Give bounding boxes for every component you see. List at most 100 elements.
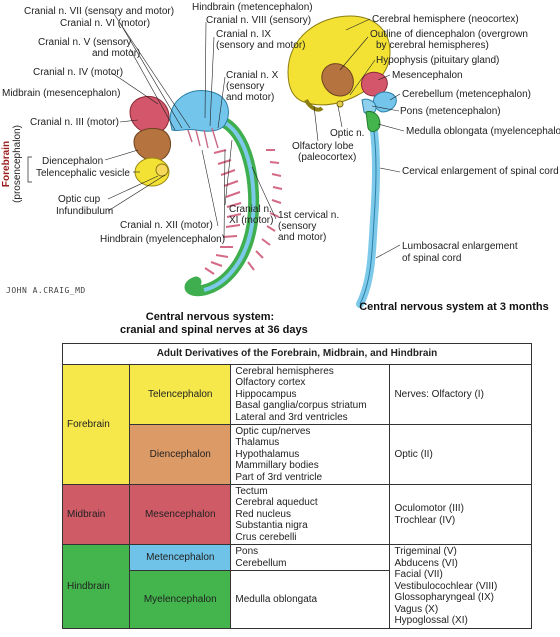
cell-midbrain: Midbrain [61,484,131,545]
label-cervical: Cervical enlargement of spinal cord [402,166,559,177]
list-item: Glossopharyngeal (IX) [394,592,494,604]
right-leader-lines [313,18,405,259]
list-item: Facial (VII) [394,569,443,581]
label-olfactory-a: Olfactory lobe [292,141,354,152]
cell-hindbrain-nerves: Trigeminal (V) Abducens (VI) Facial (VII… [389,544,532,629]
list-item: Cerebral aqueduct [235,497,318,509]
label-cn10c: and motor) [226,92,275,103]
embryo-diencephalon [133,128,171,162]
list-item: Lateral and 3rd ventricles [235,411,348,423]
caption-left-line1: Central nervous system: [145,311,275,323]
label-outline-b: by cerebral hemispheres) [376,40,489,51]
cell-mesencephalon-list: Tectum Cerebral aqueduct Red nucleus Sub… [230,484,391,545]
cell-diencephalon-nerves: Optic (II) [389,424,532,485]
list-item: Olfactory cortex [235,377,306,389]
embryo-cranial-nerve-lines [187,127,219,149]
spinal-nerve-ticks [204,149,283,275]
label-cn10a: Cranial n. X [226,70,279,81]
fetal-mesencephalon [361,71,388,97]
list-item: Hypothalamus [235,448,300,460]
label-cn11b: XI (motor) [229,215,274,226]
list-item: Crus cerebelli [235,531,297,543]
fetal-optic-nerve [336,100,344,108]
label-midbrain-sub: (mesencephalon) [43,88,121,99]
list-item: Part of 3rd ventricle [235,471,323,483]
fetal-spinal-cord [356,114,380,308]
fetal-medulla [365,111,381,132]
label-cn11a: Cranial n. [229,204,272,215]
cell-telencephalon-nerves: Nerves: Olfactory (I) [389,364,532,425]
cell-mesencephalon: Mesencephalon [129,484,232,545]
list-item: Optic cup/nerves [235,425,311,437]
table-title: Adult Derivatives of the Forebrain, Midb… [62,343,532,365]
cell-telencephalon: Telencephalon [129,364,232,425]
label-first-cervical-b: (sensory [278,221,317,232]
derivatives-table: Adult Derivatives of the Forebrain, Midb… [61,343,532,629]
list-item: Trigeminal (V) [394,546,457,558]
list-item: Abducens (VI) [394,557,458,569]
label-hindbrain-sub: (metencephalon) [237,2,313,13]
label-mesencephalon: Mesencephalon [392,70,463,81]
left-leader-lines [104,10,277,241]
label-cn5a: Cranial n. V (sensory [38,37,132,48]
list-item: Vagus (X) [394,603,439,615]
label-pons: Pons (metencephalon) [400,106,501,117]
label-hindbrain-title: Hindbrain [192,2,235,13]
label-first-cervical-a: 1st cervical n. [278,210,340,221]
label-cn7: Cranial n. VII (sensory and motor) [24,6,175,17]
label-cerebral-hemisphere: Cerebral hemisphere (neocortex) [372,14,519,25]
label-lumbo-a: Lumbosacral enlargement [402,241,518,252]
fetal-cerebellum [373,91,397,113]
list-item: Hippocampus [235,388,297,400]
label-hindbrain: Hindbrain (metencephalon) [192,2,313,13]
label-lumbo-b: of spinal cord [402,253,462,264]
label-optic-n: Optic n. [330,128,365,139]
cell-forebrain: Forebrain [61,364,131,485]
cell-metencephalon-list: Pons Cerebellum [230,544,391,571]
label-cn9a: Cranial n. IX [216,29,272,40]
label-olfactory-b: (paleocortex) [298,152,357,163]
cell-metencephalon: Metencephalon [129,544,232,571]
embryo-central-canal [203,118,256,292]
label-cn8: Cranial n. VIII (sensory) [206,15,312,26]
label-cn3: Cranial n. III (motor) [30,117,119,128]
cell-mesencephalon-nerves: Oculomotor (III) Trochlear (IV) [389,484,532,545]
embryo-midbrain [129,96,170,135]
label-cerebellum: Cerebellum (metencephalon) [402,89,531,100]
label-midbrain-title: Midbrain [2,88,41,99]
label-forebrain-title: Forebrain [1,140,12,188]
table-row-myelencephalon: Myelencephalon Medulla oblongata [63,570,532,629]
label-forebrain: Forebrain (prosencephalon) [1,114,23,214]
list-item: Vestibulocochlear (VIII) [394,580,498,592]
table-row-metencephalon: Hindbrain Metencephalon Pons Cerebellum … [61,544,532,629]
illustration [27,10,405,308]
table-row-telencephalon: Forebrain Telencephalon Cerebral hemisph… [61,364,532,485]
diagram-area: Cranial n. VII (sensory and motor) Crani… [1,2,560,337]
label-midbrain: Midbrain (mesencephalon) [2,88,120,99]
label-cn4: Cranial n. IV (motor) [33,67,124,78]
cell-myelencephalon-list: Medulla oblongata [230,570,391,629]
caption-left: Central nervous system: cranial and spin… [120,311,308,337]
table-row-diencephalon: Diencephalon Optic cup/nerves Thalamus H… [63,424,532,485]
label-diencephalon: Diencephalon [42,156,104,167]
label-telencephalic: Telencephalic vesicle [36,168,130,179]
label-first-cervical-c: and motor) [278,232,327,243]
label-cn5b: and motor) [92,48,141,59]
label-infundibulum: Infundibulum [56,206,114,217]
list-item: Mammillary bodies [235,460,319,472]
list-item: Pons [235,546,259,557]
table-title-row: Adult Derivatives of the Forebrain, Midb… [62,343,532,365]
label-outline-a: Outline of diencephalon (overgrown [370,29,528,40]
label-cn10b: (sensory [226,81,265,92]
cell-hindbrain: Hindbrain [61,544,131,629]
label-hindbrain-myel: Hindbrain (myelencephalon) [100,234,226,245]
list-item: Thalamus [235,437,280,449]
list-item: Medulla oblongata [235,593,318,605]
label-cn6: Cranial n. VI (motor) [60,18,151,29]
list-item: Oculomotor (III) [394,503,464,514]
artist-signature: JOHN A.CRAIG_MD [6,286,86,295]
list-item: Tectum [235,485,268,497]
caption-right: Central nervous system at 3 months [359,301,549,313]
list-item: Substantia nigra [235,520,308,532]
cell-diencephalon: Diencephalon [129,424,232,485]
